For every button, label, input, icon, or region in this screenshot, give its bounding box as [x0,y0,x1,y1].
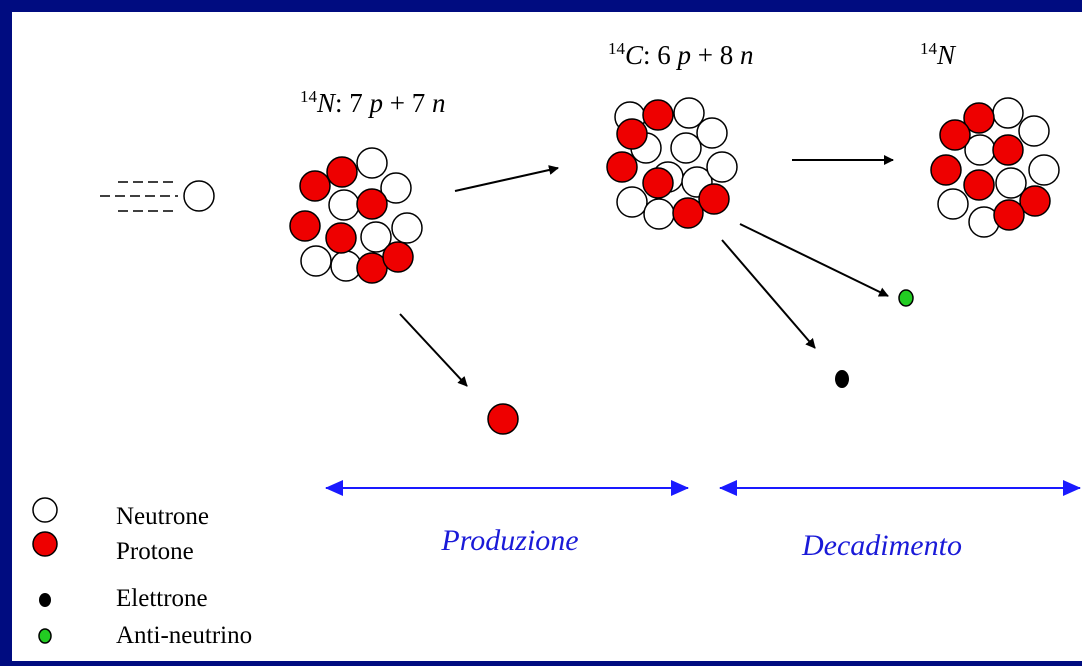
proton [672,197,704,229]
legend-neutron-label: Neutrone [116,503,209,530]
proton [616,118,648,150]
incoming-neutron [100,180,215,212]
label-nitrogen-14-product: 14N [920,39,957,70]
neutron [937,188,969,220]
proton [356,188,388,220]
proton [642,99,674,131]
proton [326,156,358,188]
label-nitrogen-14: 14N: 7 p + 7 n [300,87,446,118]
proton [1019,185,1051,217]
legend-antineutrino-icon [38,628,52,644]
electron-emission-arrow [721,239,816,349]
neutron [696,117,728,149]
neutron [1028,154,1060,186]
neutron [995,167,1027,199]
proton [606,151,638,183]
neutron [356,147,388,179]
proton [325,222,357,254]
proton [299,170,331,202]
neutron [300,245,332,277]
proton [963,102,995,134]
legend-electron-label: Elettrone [116,585,208,612]
neutron [616,186,648,218]
legend-proton-label: Protone [116,538,194,565]
neutron [328,189,360,221]
neutron [992,97,1024,129]
proton [939,119,971,151]
emitted-proton [487,403,519,435]
proton [289,210,321,242]
legend-antineutrino-label: Anti-neutrino [116,622,252,649]
neutron [1018,115,1050,147]
neutron [360,221,392,253]
proton [992,134,1024,166]
phase-decay-label: Decadimento [801,529,962,562]
neutron [391,212,423,244]
neutron [673,97,705,129]
neutron [643,198,675,230]
nitrogen-14-nucleus [289,147,423,284]
legend-proton-icon [32,531,58,557]
label-carbon-14: 14C: 6 p + 8 n [608,39,754,70]
proton [930,154,962,186]
legend-electron-icon [39,593,51,607]
proton [642,167,674,199]
legend-neutron-icon [32,497,58,523]
diagram-panel [12,12,1082,661]
phase-production-label: Produzione [440,524,578,557]
antineutrino-emission-arrow [739,223,889,297]
neutron-particle [183,180,215,212]
proton [382,241,414,273]
legend: Neutrone Protone Elettrone Anti-neutrino [32,497,252,649]
proton [698,183,730,215]
emitted-electron [835,370,849,388]
emitted-antineutrino [898,289,914,307]
carbon-14-nucleus [606,97,738,230]
reaction-arrow [454,165,559,192]
nitrogen-14-product-nucleus [930,97,1060,238]
neutron [706,151,738,183]
proton [993,199,1025,231]
neutron [380,172,412,204]
proton [963,169,995,201]
proton-emission-arrow [399,313,468,387]
neutron [670,132,702,164]
